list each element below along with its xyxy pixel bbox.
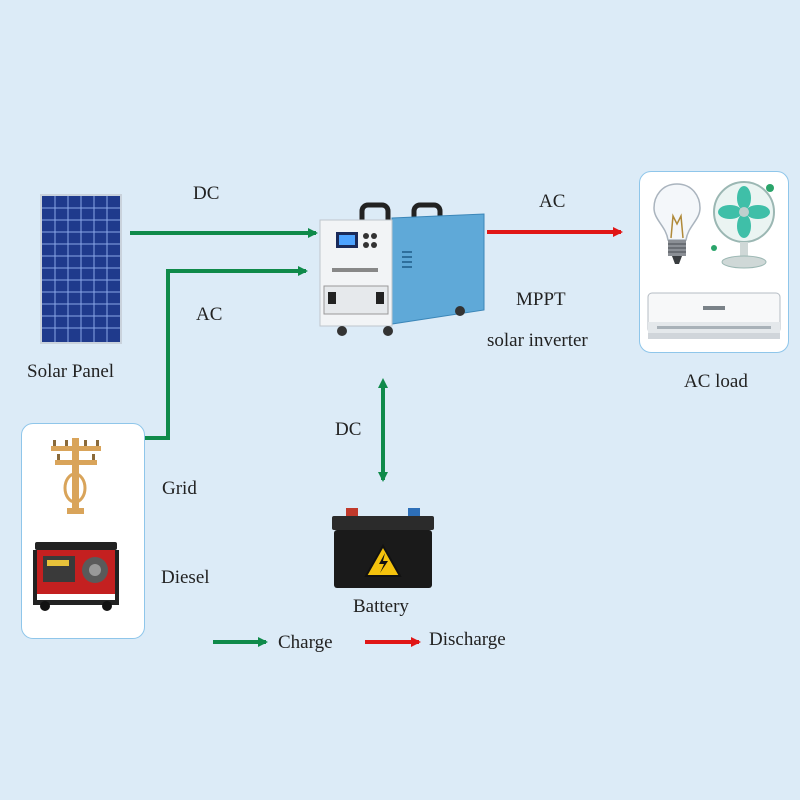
fan-icon (711, 181, 775, 269)
generator-icon (33, 542, 119, 611)
inverter-icon (319, 202, 485, 336)
grid-label: Grid (162, 478, 197, 499)
ac-load-line-label: AC (539, 191, 566, 212)
diesel-label: Diesel (161, 567, 210, 588)
ac-grid-arrow (145, 266, 308, 440)
dc-battery-label: DC (335, 419, 362, 440)
dc-solar-label: DC (193, 183, 220, 204)
legend-discharge-label: Discharge (429, 629, 506, 650)
solar-panel-icon (40, 194, 122, 344)
solar-inverter-label: solar inverter (487, 330, 588, 351)
ac-load-label: AC load (684, 371, 748, 392)
mppt-label: MPPT (516, 289, 566, 310)
battery-icon (332, 508, 434, 588)
legend-charge-label: Charge (278, 632, 333, 653)
solar-panel-label: Solar Panel (27, 361, 115, 382)
ac-grid-label: AC (196, 304, 223, 325)
battery-label: Battery (353, 596, 409, 617)
light-bulb-icon (653, 183, 701, 264)
utility-pole-icon (51, 438, 101, 514)
air-conditioner-icon (647, 292, 781, 339)
